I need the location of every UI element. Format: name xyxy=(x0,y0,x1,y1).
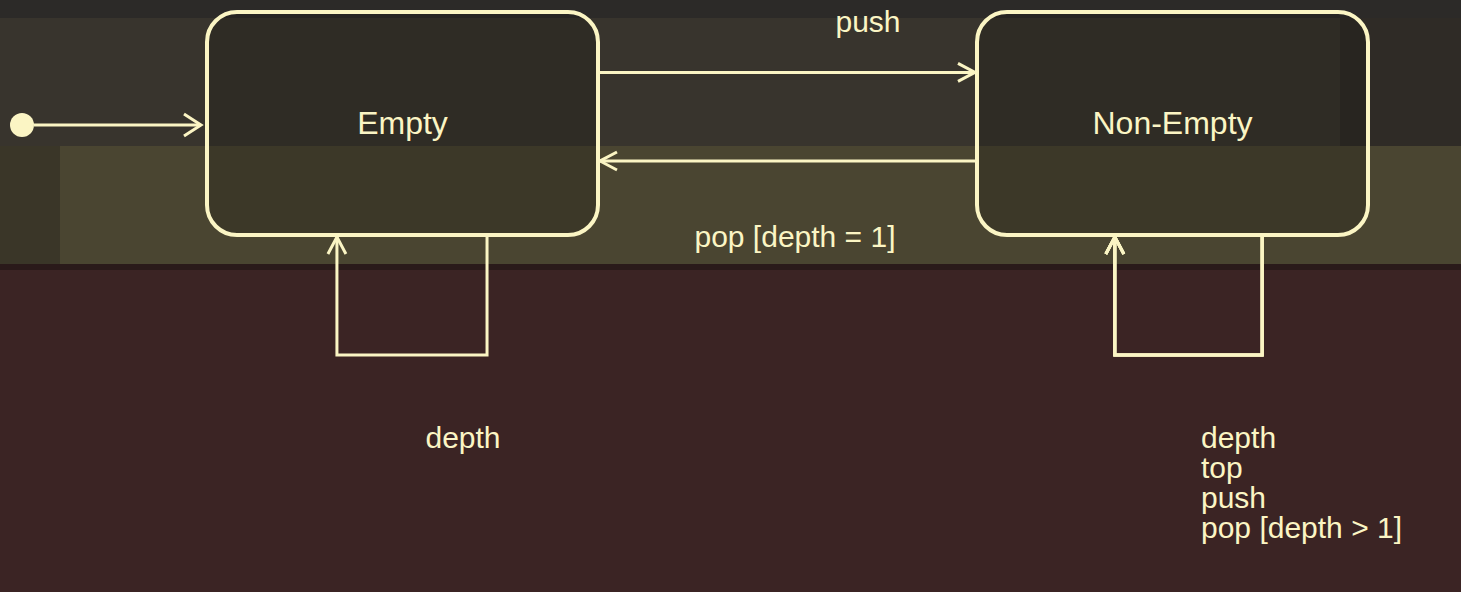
transition-label: depth xyxy=(422,422,503,454)
transition-label: depth xyxy=(1198,422,1279,454)
transition-label: push xyxy=(832,6,903,38)
initial-state-dot xyxy=(10,113,34,137)
self-transition xyxy=(1115,237,1262,355)
state-name: Non-Empty xyxy=(1092,105,1252,142)
transition-label: pop [depth = 1] xyxy=(691,221,898,253)
state-box: Non-Empty xyxy=(975,10,1370,237)
self-transition xyxy=(1115,237,1262,355)
state-name: Empty xyxy=(357,105,448,142)
transition-label: pop [depth > 1] xyxy=(1198,512,1405,544)
book-spine xyxy=(0,146,60,264)
arrow-head xyxy=(184,114,201,136)
transition-label: top xyxy=(1198,452,1246,484)
self-transition xyxy=(1115,237,1262,355)
book-edge xyxy=(0,264,1461,270)
transition-label: push xyxy=(1198,482,1269,514)
book-spine xyxy=(0,264,1461,592)
self-transition xyxy=(337,237,487,355)
transition-arrow xyxy=(600,71,975,74)
state-box: Empty xyxy=(205,10,600,237)
transition-arrow xyxy=(600,159,975,162)
initial-transition xyxy=(34,124,201,127)
self-transition xyxy=(1115,237,1262,355)
